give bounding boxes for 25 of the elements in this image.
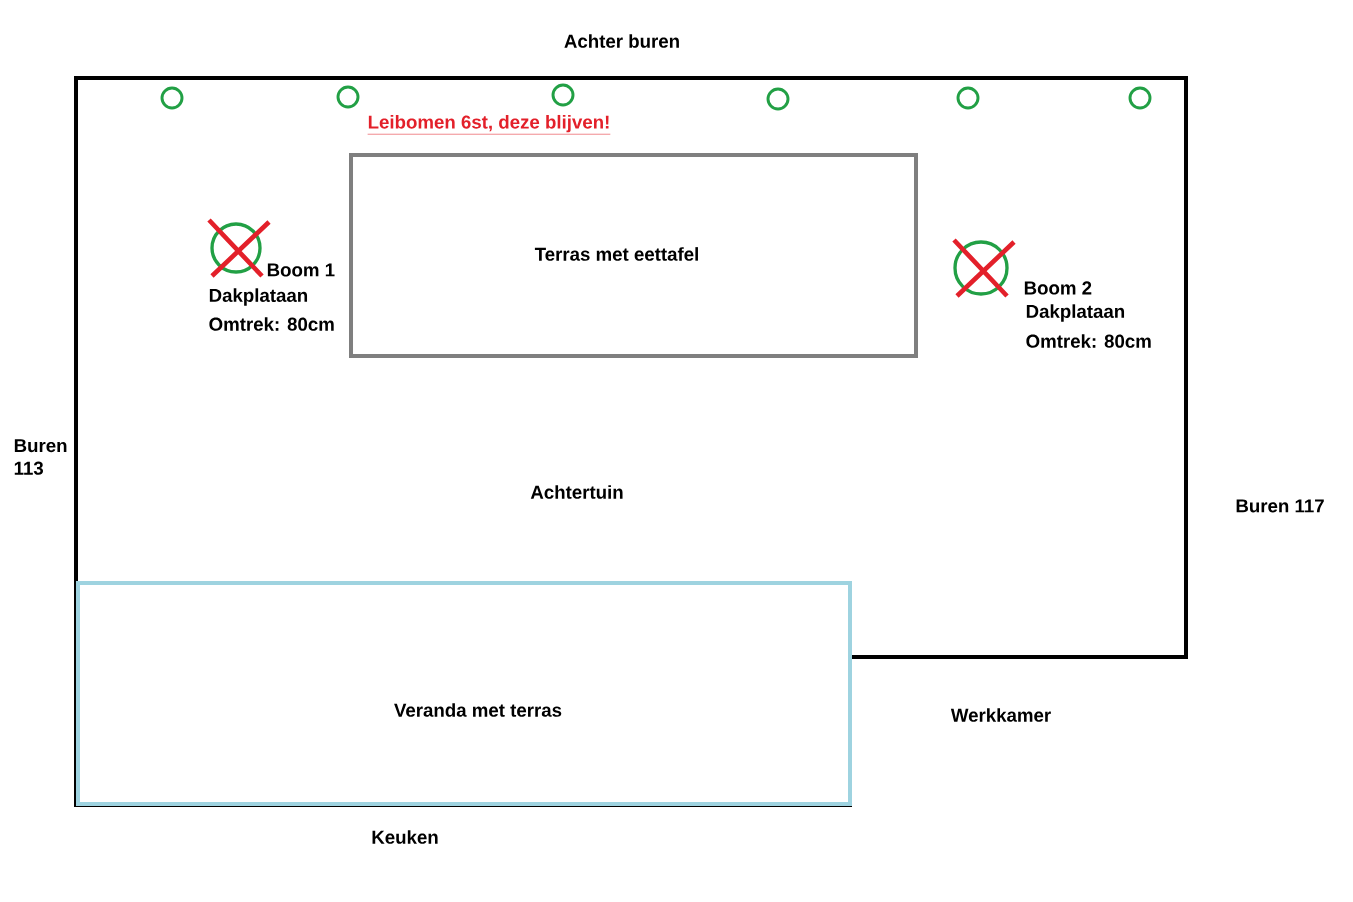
side-label: Achter buren: [564, 34, 679, 48]
tree-circle: [336, 85, 360, 109]
garden-outline: [74, 76, 1188, 807]
tree-circle: [766, 87, 790, 111]
tree-note: Boom 2: [1024, 281, 1092, 295]
tree-note: Boom 1: [267, 263, 335, 277]
tree-note: Dakplataan: [209, 288, 308, 306]
tree-circle: [160, 86, 184, 110]
area-box: [76, 581, 852, 806]
area-box: [349, 153, 918, 358]
tree-note: Omtrek: 80cm: [1026, 334, 1151, 348]
tree-note: Dakplataan: [1026, 304, 1125, 322]
tree-circle: [956, 86, 980, 110]
note-text: Leibomen 6st, deze blijven!: [367, 114, 611, 135]
side-label: Buren 117: [1236, 499, 1324, 513]
area-label: Terras met eettafel: [534, 247, 698, 261]
tree-circle: [551, 83, 575, 107]
side-label: Buren 113: [14, 439, 67, 475]
tree-circle: [1128, 86, 1152, 110]
side-label: Werkkamer: [950, 708, 1051, 722]
side-label: Keuken: [372, 830, 438, 844]
area-label: Veranda met terras: [394, 703, 562, 717]
area-label: Achtertuin: [530, 485, 623, 499]
crossed-tree-symbol: [951, 237, 1017, 299]
tree-note: Omtrek: 80cm: [209, 317, 334, 331]
